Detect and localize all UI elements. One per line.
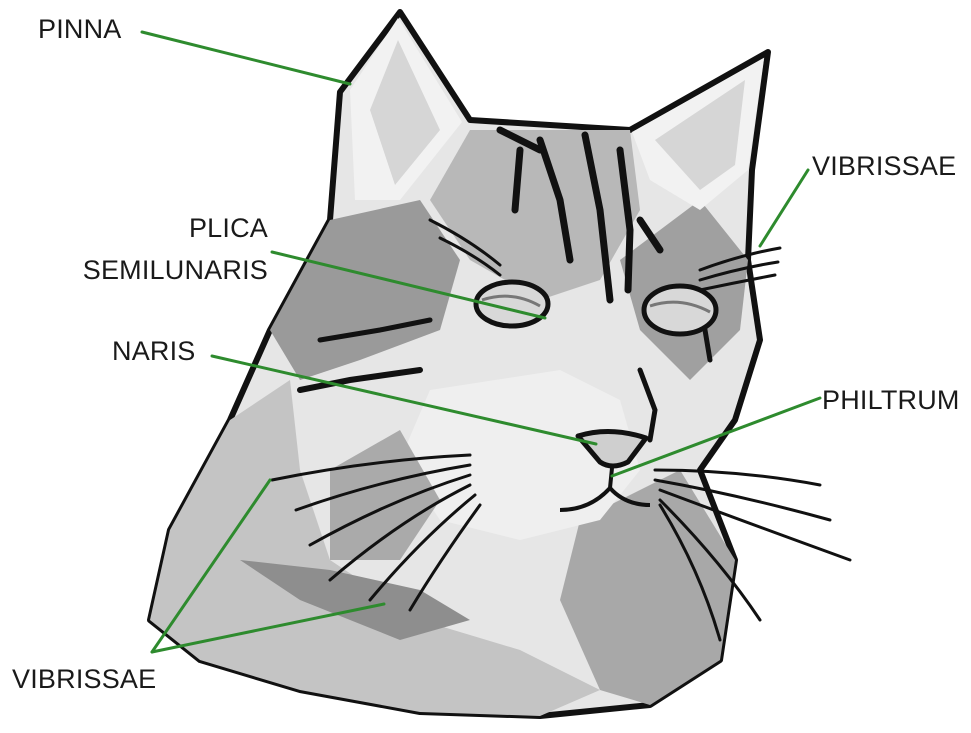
leader-pinna bbox=[142, 32, 350, 84]
label-naris: NARIS bbox=[112, 334, 196, 368]
label-plica-line1: PLICA bbox=[150, 211, 268, 245]
leader-vibrissae-top bbox=[760, 170, 808, 246]
label-plica-line2: SEMILUNARIS bbox=[70, 253, 268, 287]
label-pinna: PINNA bbox=[38, 12, 122, 46]
label-vibrissae-bottom: VIBRISSAE bbox=[12, 662, 156, 696]
eye-right bbox=[644, 286, 716, 334]
label-philtrum: PHILTRUM bbox=[822, 383, 960, 417]
label-vibrissae-top: VIBRISSAE bbox=[812, 149, 956, 183]
